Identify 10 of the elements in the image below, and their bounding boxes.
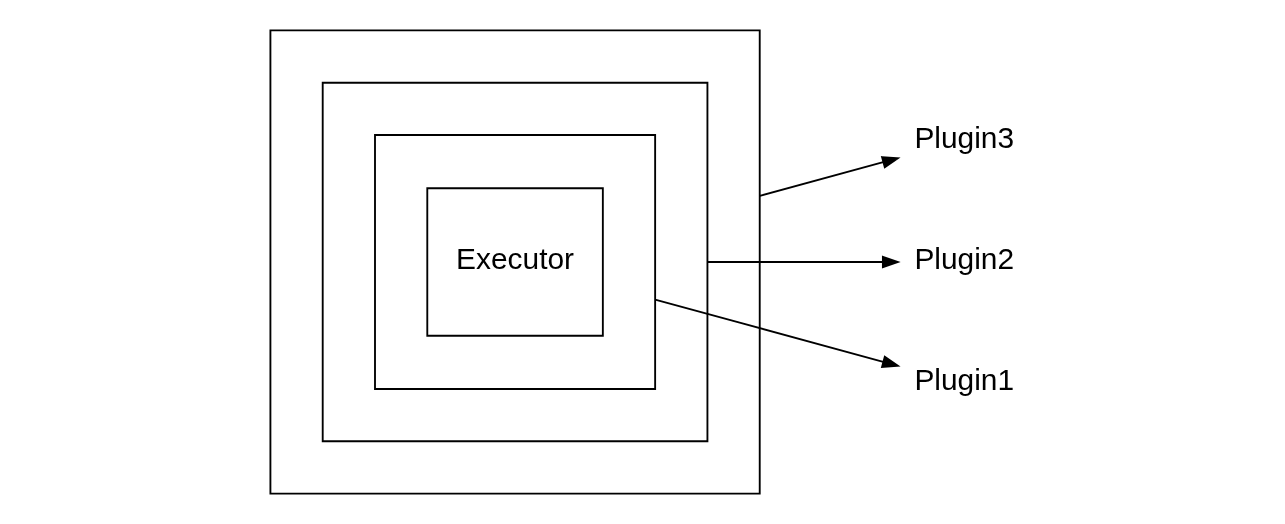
arrow <box>706 255 901 269</box>
arrow <box>653 298 901 368</box>
cluster <box>321 81 708 443</box>
node-text: Plugin1 <box>913 363 1014 397</box>
arrow <box>758 156 901 197</box>
node-text: Plugin2 <box>913 242 1014 276</box>
node-box: Executor <box>425 187 604 337</box>
node-text: Plugin3 <box>913 120 1014 154</box>
cluster <box>268 29 761 495</box>
cluster <box>373 134 656 390</box>
